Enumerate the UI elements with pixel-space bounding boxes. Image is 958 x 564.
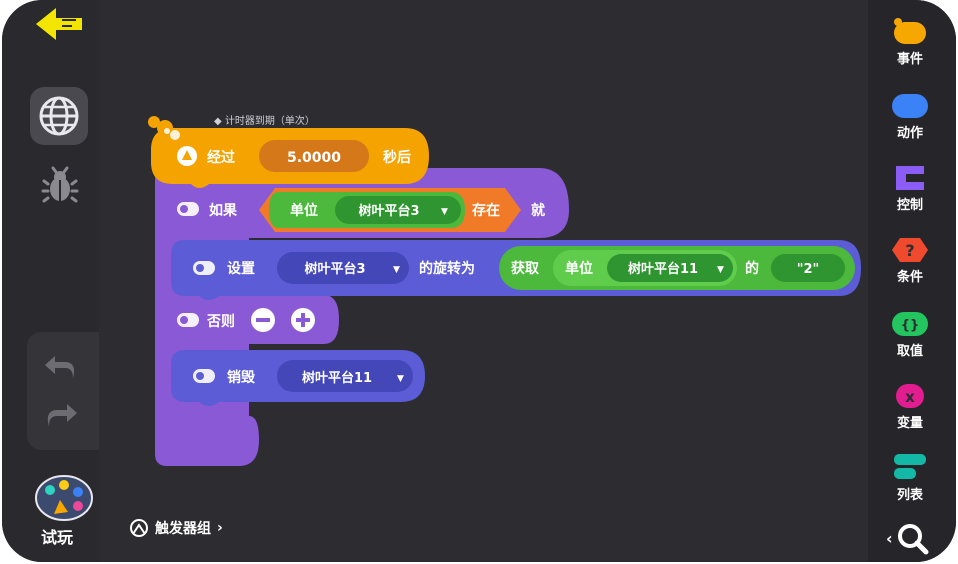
svg-text:x: x — [905, 388, 915, 406]
get-label: 获取 — [511, 260, 540, 277]
code-workspace[interactable]: ◆ 计时器到期（单次） 经过 5.0000 秒后 如果 — [99, 0, 868, 562]
list-icon — [894, 454, 926, 479]
dropdown-caret-icon: ▼ — [717, 265, 724, 275]
exists-label: 存在 — [472, 202, 500, 219]
trigger-group-icon — [130, 519, 148, 537]
value-icon: {} — [892, 312, 928, 336]
set-label: 设置 — [227, 260, 255, 277]
category-variable[interactable]: x 变量 — [868, 382, 956, 446]
left-toolbar: 试玩 — [2, 0, 99, 562]
destroy-target-value: 树叶平台11 — [302, 370, 372, 386]
action-icon — [892, 94, 928, 118]
dropdown-caret-icon: ▼ — [441, 207, 448, 217]
trigger-group-button[interactable]: 触发器组 › — [129, 518, 223, 538]
category-list[interactable]: 列表 — [868, 454, 956, 518]
if-label: 如果 — [209, 202, 238, 219]
dropdown-caret-icon: ▼ — [393, 265, 400, 275]
get-unit-dropdown[interactable] — [607, 254, 733, 282]
destroy-target-dropdown[interactable] — [277, 360, 413, 392]
set-target-value: 树叶平台3 — [304, 261, 365, 277]
else-label: 否则 — [206, 313, 235, 330]
then-label: 就 — [531, 202, 545, 219]
after-label: 经过 — [207, 149, 235, 166]
category-label: 动作 — [896, 126, 923, 141]
set-target-dropdown[interactable] — [277, 252, 409, 284]
of-label: 的 — [745, 260, 759, 277]
destroy-label: 销毁 — [227, 369, 256, 386]
set-rotation-block[interactable]: 设置 树叶平台3 ▼ 的旋转为 获取 单位 树叶平台11 ▼ 的 "2" — [171, 240, 861, 300]
svg-text:?: ? — [905, 241, 914, 260]
category-control[interactable]: 控制 — [868, 164, 956, 228]
timer-event-block[interactable]: ◆ 计时器到期（单次） 经过 5.0000 秒后 — [148, 114, 429, 188]
search-zoom-button[interactable]: ‹ — [882, 520, 942, 556]
seconds-input[interactable] — [259, 140, 369, 172]
search-icon: ‹ — [886, 524, 929, 555]
svg-text:{}: {} — [901, 318, 920, 333]
category-label: 条件 — [896, 270, 923, 285]
unit-label: 单位 — [290, 202, 318, 219]
try-label: 试玩 — [40, 528, 73, 547]
get-unit-label: 单位 — [565, 260, 593, 277]
trigger-group-label: 触发器组 — [155, 521, 211, 537]
property-input[interactable] — [771, 254, 845, 282]
variable-icon: x — [896, 384, 924, 408]
globe-icon — [39, 96, 79, 136]
palette-icon — [35, 475, 93, 521]
category-condition[interactable]: ? 条件 — [868, 236, 956, 300]
property-value: "2" — [797, 262, 820, 277]
chevron-right-icon: › — [217, 520, 223, 536]
unit-value: 树叶平台3 — [358, 203, 419, 219]
svg-text:‹: ‹ — [886, 529, 893, 548]
rotation-label: 的旋转为 — [419, 260, 475, 277]
redo-icon[interactable] — [43, 400, 79, 430]
remove-branch-button[interactable] — [251, 308, 275, 332]
minus-icon — [256, 318, 270, 322]
seconds-label: 秒后 — [383, 149, 411, 166]
else-row: 否则 — [177, 308, 315, 332]
globe-button[interactable] — [30, 87, 88, 145]
event-icon — [894, 18, 926, 44]
category-event[interactable]: 事件 — [868, 18, 956, 82]
if-row: 如果 单位 树叶平台3 ▼ 存在 就 — [177, 188, 545, 232]
category-value[interactable]: {} 取值 — [868, 310, 956, 374]
category-label: 变量 — [896, 416, 923, 431]
undo-redo-panel — [27, 332, 99, 450]
debug-bug-icon[interactable] — [40, 166, 80, 206]
back-arrow-icon[interactable] — [32, 6, 88, 42]
add-branch-button[interactable] — [291, 308, 315, 332]
block-category-sidebar: 事件 动作 控制 ? 条件 {} 取值 — [868, 0, 956, 562]
category-label: 控制 — [896, 198, 923, 213]
category-label: 列表 — [896, 488, 923, 503]
undo-icon[interactable] — [43, 352, 79, 382]
dropdown-caret-icon: ▼ — [397, 374, 404, 384]
category-label: 事件 — [896, 52, 923, 67]
category-label: 取值 — [896, 344, 923, 359]
category-action[interactable]: 动作 — [868, 92, 956, 156]
event-comment: ◆ 计时器到期（单次） — [214, 114, 315, 127]
try-play-button[interactable]: 试玩 — [32, 474, 98, 550]
condition-icon: ? — [892, 238, 928, 262]
control-icon — [896, 166, 924, 190]
unit-dropdown[interactable] — [335, 196, 461, 224]
get-unit-value: 树叶平台11 — [628, 261, 698, 277]
destroy-block[interactable]: 销毁 树叶平台11 ▼ — [171, 350, 425, 406]
seconds-value: 5.0000 — [287, 150, 341, 166]
block-canvas: ◆ 计时器到期（单次） 经过 5.0000 秒后 如果 — [148, 114, 861, 466]
